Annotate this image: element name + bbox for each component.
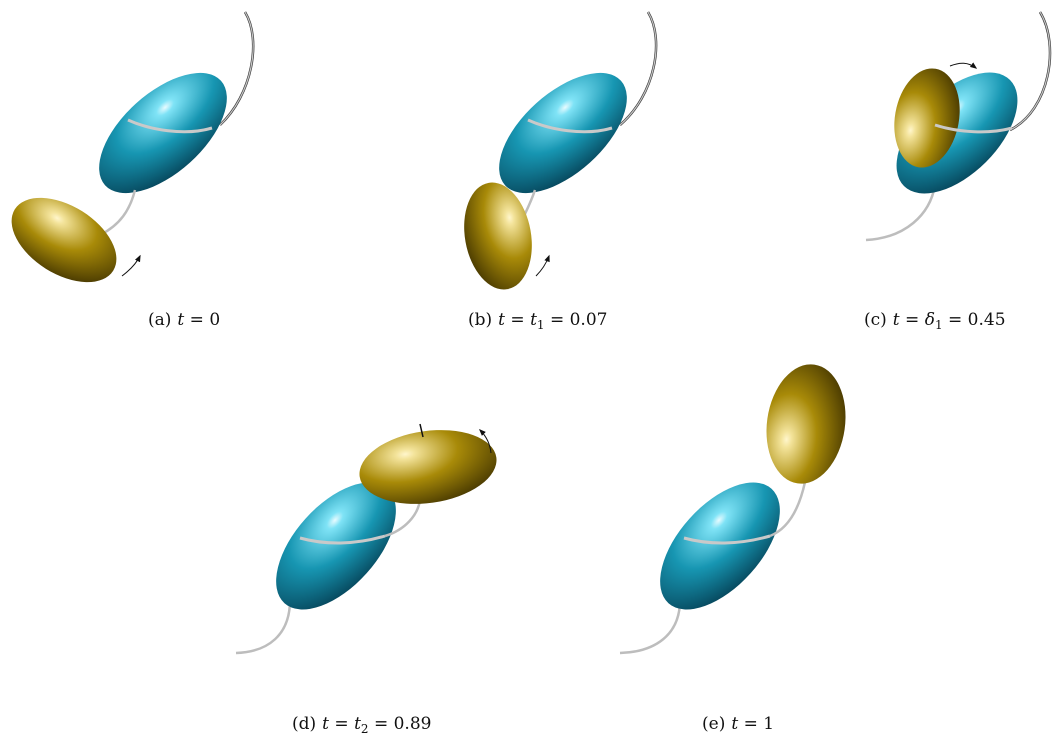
caption-b-label: (b) <box>468 310 493 330</box>
caption-c-sub: 1 <box>934 318 943 332</box>
panel-e-illustration <box>619 364 846 655</box>
cell-body-olive-d <box>359 430 497 504</box>
caption-d-eq2: = <box>373 714 389 734</box>
caption-panel-e: (e)t = 1 <box>702 714 774 734</box>
caption-d-var: t <box>322 714 329 734</box>
flagellum-c-lower <box>865 184 937 242</box>
caption-c-eq1: = <box>905 310 920 330</box>
panel-d-illustration <box>235 423 497 655</box>
flagellum-d-wrap <box>299 534 386 545</box>
rotation-arrow-c <box>949 62 978 69</box>
cell-body-teal-b <box>499 72 627 194</box>
caption-b-value: 0.07 <box>569 310 608 330</box>
cell-body-olive-e <box>766 364 846 484</box>
cell-body-teal-e <box>660 482 780 610</box>
cell-body-teal-a <box>99 72 227 194</box>
flagellum-b-wrap <box>527 118 613 134</box>
caption-a-eq: = <box>189 310 204 330</box>
caption-panel-c: (c)t = δ1 = 0.45 <box>864 310 1006 332</box>
rotation-arrow-d <box>479 429 492 454</box>
caption-panel-d: (d)t = t2 = 0.89 <box>292 714 431 736</box>
flagellum-a-wrap <box>127 118 213 134</box>
cell-body-olive-b <box>464 182 532 290</box>
flagellum-e-lower <box>619 599 682 655</box>
caption-c-eq2: = <box>948 310 963 330</box>
flagellum-d-lower <box>235 599 292 655</box>
caption-d-midvar: t <box>354 714 361 734</box>
flagellum-c-tail <box>1009 11 1052 132</box>
caption-e-eq: = <box>743 714 758 734</box>
cell-body-teal-d <box>276 482 396 610</box>
flagellum-a-link <box>99 189 137 237</box>
rotation-arrow-b <box>535 254 550 277</box>
caption-b-eq1: = <box>510 310 525 330</box>
caption-a-value: 0 <box>209 310 221 330</box>
flagellum-e-link <box>769 481 807 538</box>
caption-e-value: 1 <box>763 714 775 734</box>
panel-b-illustration <box>464 11 658 290</box>
caption-a-label: (a) <box>148 310 172 330</box>
cell-body-olive-c <box>894 68 960 168</box>
caption-c-label: (c) <box>864 310 887 330</box>
caption-c-midvar: δ <box>924 310 935 330</box>
flagellum-e-wrap <box>683 534 771 545</box>
caption-a-var: t <box>177 310 185 330</box>
caption-e-var: t <box>731 714 739 734</box>
caption-d-label: (d) <box>292 714 317 734</box>
caption-d-eq1: = <box>334 714 349 734</box>
panel-a-illustration <box>11 11 255 283</box>
flagellum-a-tail-shade <box>219 11 254 126</box>
cell-body-olive-a <box>11 197 117 283</box>
panel-c-illustration <box>865 11 1052 242</box>
caption-b-sub: 1 <box>536 318 545 332</box>
caption-panel-b: (b)t = t1 = 0.07 <box>468 310 607 332</box>
caption-b-var: t <box>498 310 505 330</box>
caption-panel-a: (a)t = 0 <box>148 310 220 330</box>
caption-d-value: 0.89 <box>393 714 432 734</box>
caption-d-sub: 2 <box>360 722 369 736</box>
flagellum-c-tail-shade <box>1009 11 1051 131</box>
caption-e-label: (e) <box>702 714 726 734</box>
flagellum-b-tail-shade <box>619 11 657 126</box>
caption-c-value: 0.45 <box>967 310 1006 330</box>
flagellum-d-stub <box>419 423 424 438</box>
rotation-arrow-a <box>121 254 141 277</box>
caption-b-midvar: t <box>530 310 537 330</box>
caption-c-var: t <box>892 310 900 330</box>
flagellum-c-wrap <box>934 123 1013 134</box>
caption-b-eq2: = <box>549 310 565 330</box>
